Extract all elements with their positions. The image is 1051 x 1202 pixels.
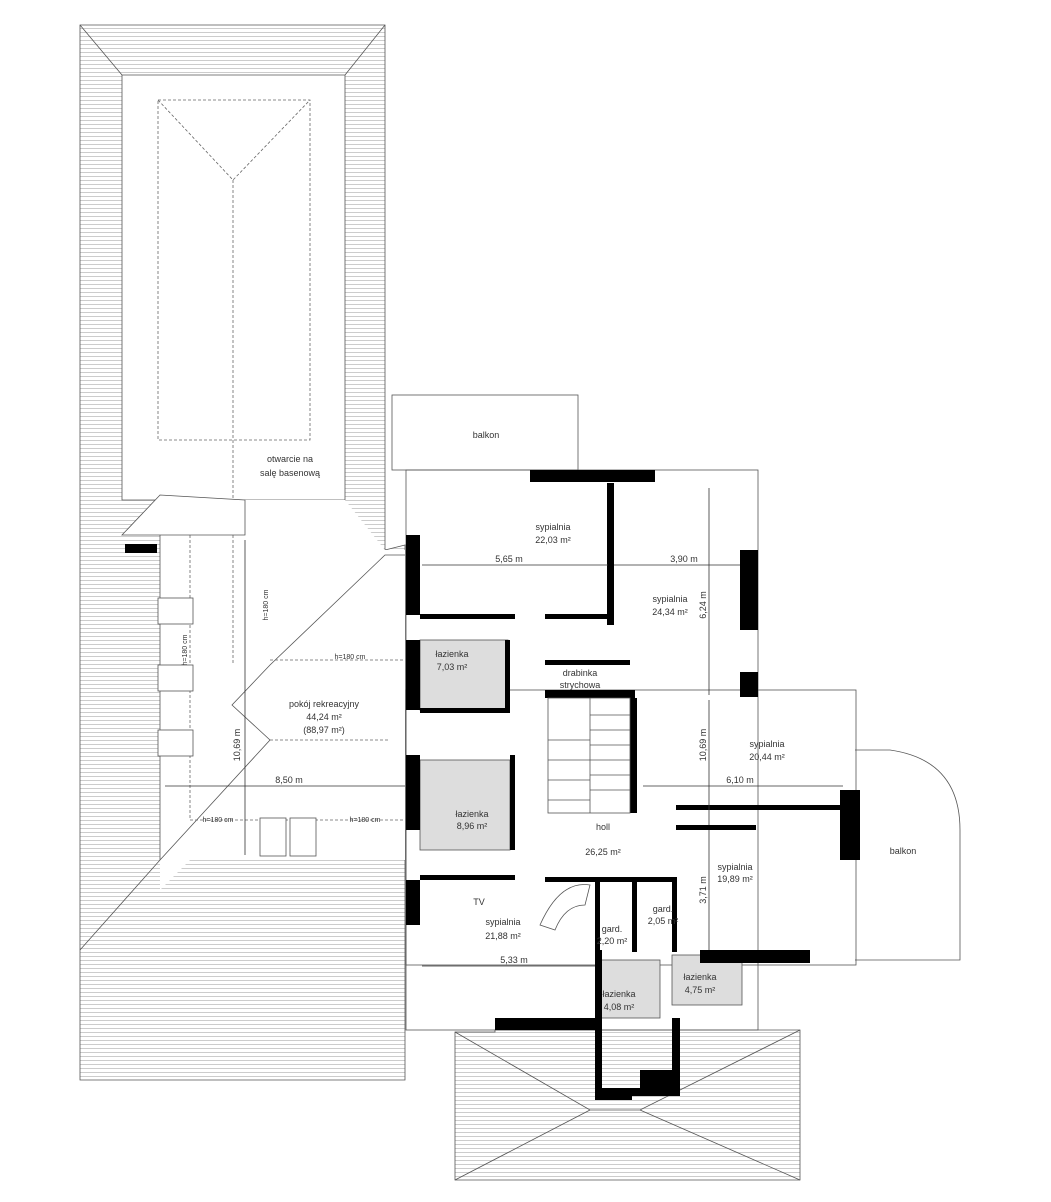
bathroom-1-label: łazienka <box>435 649 468 659</box>
dim-3-71: 3,71 m <box>698 876 708 904</box>
bedroom-4-area: 19,89 m² <box>717 874 753 884</box>
dimensions: 5,65 m 3,90 m 6,24 m 10,69 m 10,69 m 8,5… <box>165 488 843 967</box>
hall-label: holl <box>596 822 610 832</box>
labels: balkon otwarcie na salę basenową sypialn… <box>260 430 916 1012</box>
tv-label: TV <box>473 897 485 907</box>
recreation-room-label: pokój rekreacyjny <box>289 699 360 709</box>
hall-area: 26,25 m² <box>585 847 621 857</box>
bedroom-2-label: sypialnia <box>652 594 687 604</box>
dim-3-90: 3,90 m <box>670 554 698 564</box>
bedroom-3-area: 20,44 m² <box>749 752 785 762</box>
height-note: h=180 cm <box>350 817 381 824</box>
pool-opening-label-2: salę basenową <box>260 468 320 478</box>
balcony-right-label: balkon <box>890 846 917 856</box>
bathroom-1-area: 7,03 m² <box>437 662 468 672</box>
recreation-room-area: 44,24 m² <box>306 712 342 722</box>
dim-10-69-left: 10,69 m <box>232 729 242 762</box>
bedroom-5-area: 21,88 m² <box>485 931 521 941</box>
dim-5-33: 5,33 m <box>500 955 528 965</box>
attic-ladder-label: drabinka <box>563 668 598 678</box>
balcony-top-label: balkon <box>473 430 500 440</box>
dim-6-24: 6,24 m <box>698 591 708 619</box>
staircase <box>539 697 631 931</box>
wardrobe-2-label: gard. <box>653 904 674 914</box>
pool-opening-label: otwarcie na <box>267 454 313 464</box>
balcony-right <box>855 749 961 961</box>
bathroom-2-area: 8,96 m² <box>457 821 488 831</box>
dim-5-65: 5,65 m <box>495 554 523 564</box>
bedroom-4-label: sypialnia <box>717 862 752 872</box>
bedroom-3-label: sypialnia <box>749 739 784 749</box>
bathroom-4-area: 4,08 m² <box>604 1002 635 1012</box>
bottom-roof <box>454 1029 801 1181</box>
height-note: h=180 cm <box>263 589 270 620</box>
wardrobe-1-area: 2,20 m² <box>597 936 628 946</box>
height-note: h=180 cm <box>182 634 189 665</box>
dim-6-10: 6,10 m <box>726 775 754 785</box>
bedroom-1-area: 22,03 m² <box>535 535 571 545</box>
bedroom-5-label: sypialnia <box>485 917 520 927</box>
height-notes: h=180 cm h=180 cm h=180 cm h=180 cm h=18… <box>182 589 381 824</box>
dim-8-50: 8,50 m <box>275 775 303 785</box>
bathroom-4-label: łazienka <box>602 989 635 999</box>
height-note: h=180 cm <box>335 654 366 661</box>
bedroom-2-area: 24,34 m² <box>652 607 688 617</box>
left-roof <box>79 24 406 1081</box>
recreation-room-area-total: (88,97 m²) <box>303 725 345 735</box>
bedroom-1-label: sypialnia <box>535 522 570 532</box>
wardrobe-2-area: 2,05 m² <box>648 916 679 926</box>
attic-ladder-label-2: strychowa <box>560 680 601 690</box>
dim-10-69-right: 10,69 m <box>698 729 708 762</box>
bathroom-3-label: łazienka <box>683 972 716 982</box>
height-note: h=180 cm <box>203 817 234 824</box>
bathroom-3-area: 4,75 m² <box>685 985 716 995</box>
bathroom-2-label: łazienka <box>455 809 488 819</box>
wardrobe-1-label: gard. <box>602 924 623 934</box>
house <box>405 469 860 1100</box>
